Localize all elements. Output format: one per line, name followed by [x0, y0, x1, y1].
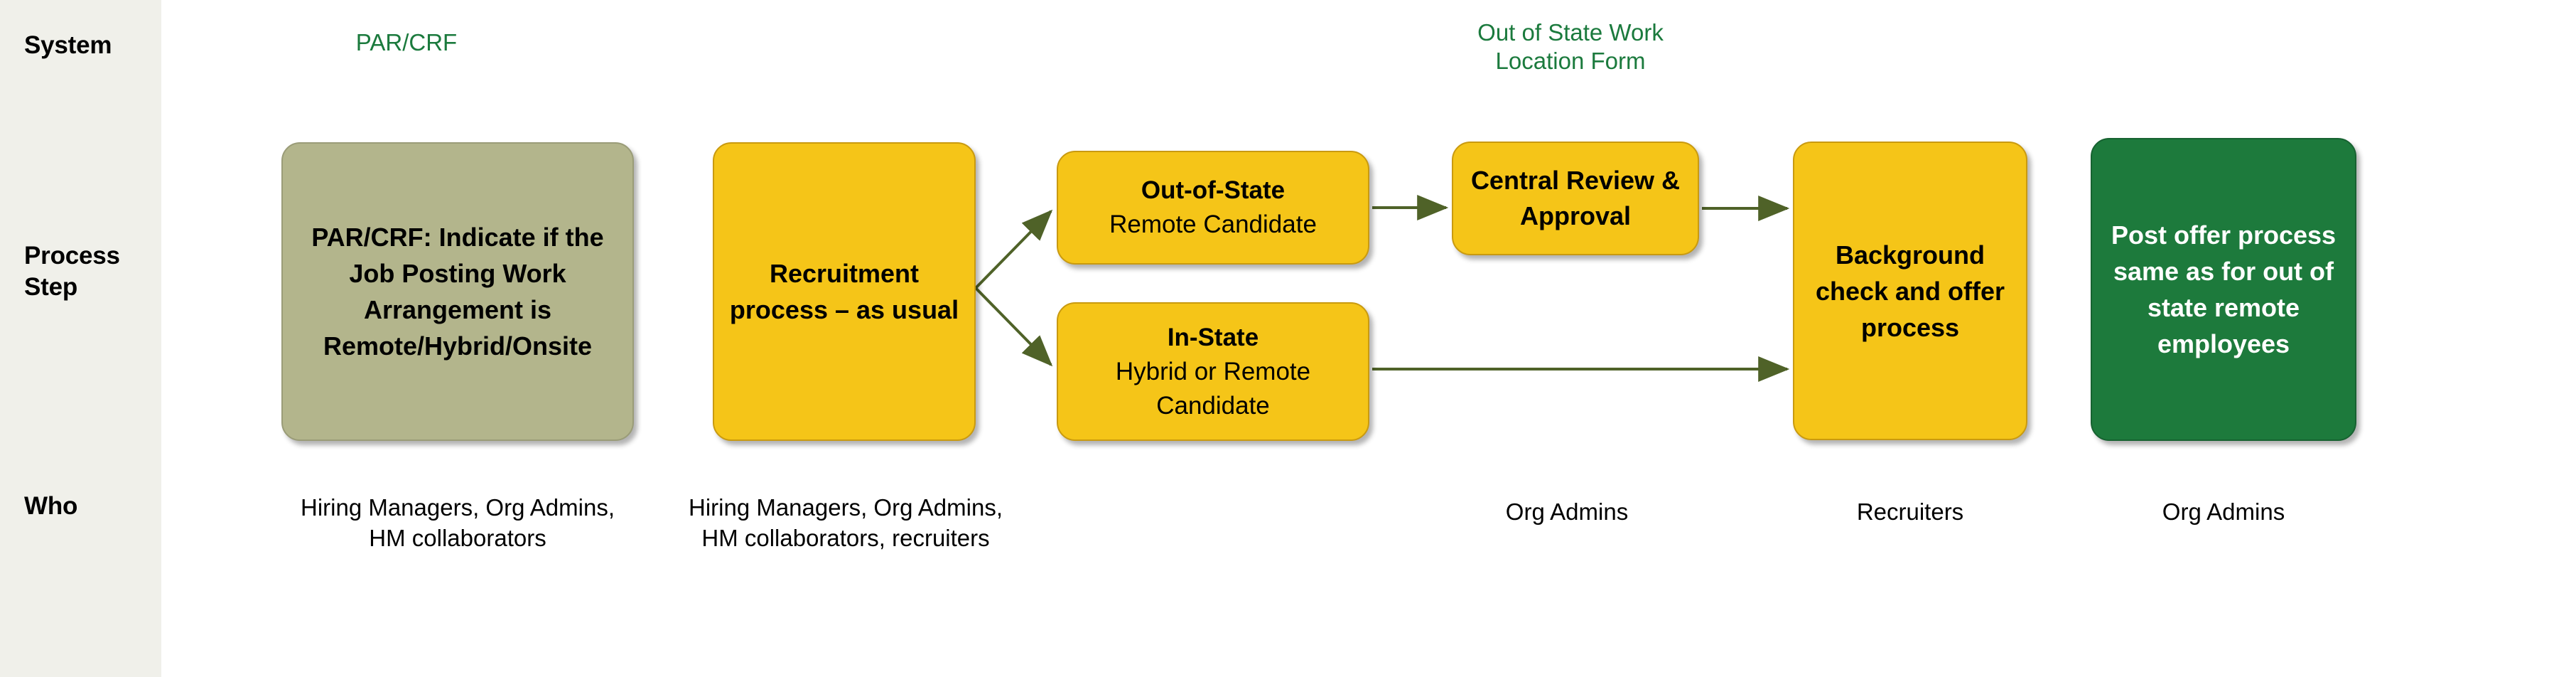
process-node-post-offer[interactable]: Post offer process same as for out of st… [2091, 138, 2356, 441]
who-label-post-offer: Org Admins [2162, 499, 2285, 525]
process-node-recruitment[interactable]: Recruitment process – as usual [713, 142, 976, 441]
process-node-par-crf-label: PAR/CRF: Indicate if the Job Posting Wor… [311, 223, 604, 361]
system-caption-out-of-state-form: Out of State Work Location Form [1393, 18, 1748, 75]
rail-label-who: Who [24, 492, 78, 520]
connector-recruitment-to-in-state [974, 287, 1053, 367]
system-caption-line-2: Location Form [1495, 48, 1646, 74]
process-node-post-offer-label: Post offer process same as for out of st… [2111, 220, 2337, 358]
process-node-out-of-state-subtitle: Remote Candidate [1109, 210, 1317, 238]
process-node-out-of-state[interactable]: Out-of-State Remote Candidate [1057, 151, 1369, 265]
process-node-in-state[interactable]: In-State Hybrid or Remote Candidate [1057, 302, 1369, 441]
process-node-recruitment-label: Recruitment process – as usual [729, 259, 959, 324]
process-node-par-crf[interactable]: PAR/CRF: Indicate if the Job Posting Wor… [281, 142, 634, 441]
swimlane-rail: System Process Step Who [0, 0, 161, 677]
system-caption-line-1: Out of State Work [1477, 19, 1664, 46]
rail-label-system: System [24, 31, 112, 59]
connector-recruitment-to-out-of-state [974, 209, 1053, 289]
who-label-central-review: Org Admins [1505, 499, 1629, 525]
system-caption-par-crf: PAR/CRF [355, 29, 458, 55]
process-node-background-check-label: Background check and offer process [1815, 240, 2005, 342]
who-label-recruitment: Hiring Managers, Org Admins, HM collabor… [688, 494, 1003, 551]
process-node-central-review[interactable]: Central Review & Approval [1452, 142, 1699, 255]
process-node-background-check[interactable]: Background check and offer process [1793, 142, 2027, 440]
rail-label-process-step: Process Step [24, 242, 120, 301]
process-node-in-state-title: In-State [1167, 323, 1259, 351]
process-node-in-state-subtitle: Hybrid or Remote Candidate [1115, 357, 1311, 420]
who-label-par-crf: Hiring Managers, Org Admins, HM collabor… [300, 494, 615, 551]
process-node-out-of-state-title: Out-of-State [1141, 176, 1286, 204]
who-label-background-check: Recruiters [1856, 499, 1964, 525]
process-node-central-review-label: Central Review & Approval [1470, 166, 1681, 230]
